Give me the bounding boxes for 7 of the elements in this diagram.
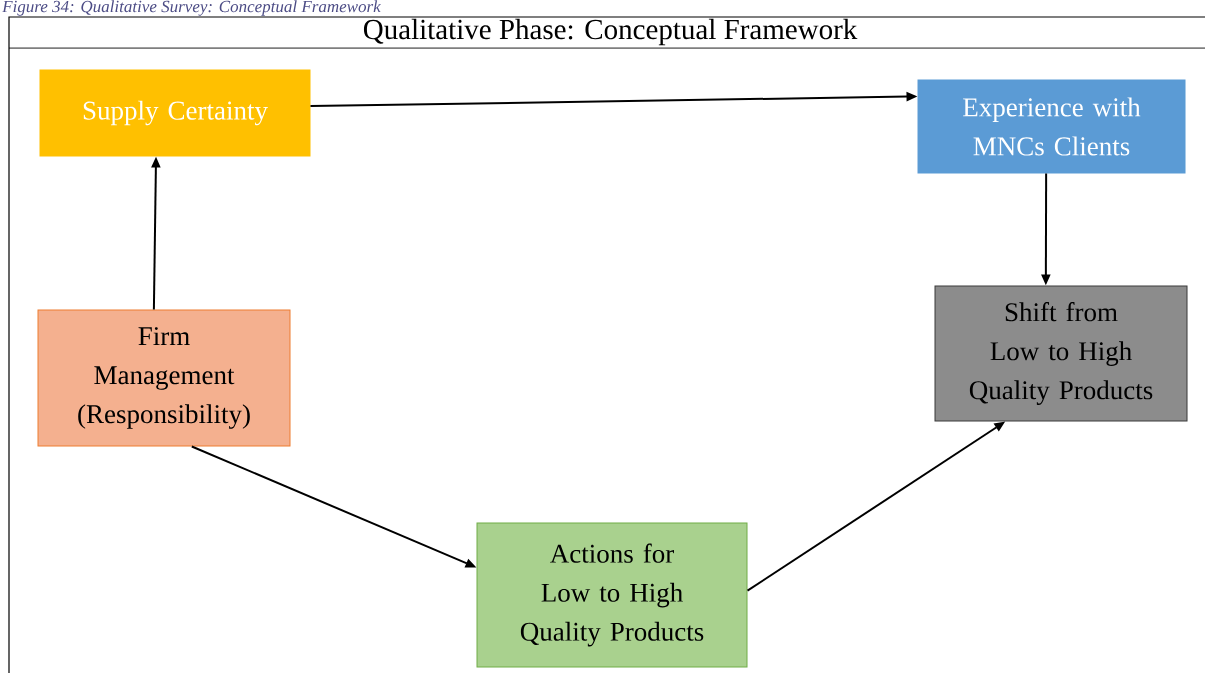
process-box: Shift from Low to High Quality Products <box>934 285 1188 422</box>
process-box: Firm Management (Responsibility) <box>37 309 291 447</box>
process-box: Experience with MNCs Clients <box>917 79 1186 174</box>
process-box: Actions for Low to High Quality Products <box>476 522 748 668</box>
table-heading: Qualitative Phase: Conceptual Framework <box>363 18 858 46</box>
process-box: Supply Certainty <box>39 69 311 157</box>
figure-caption: Figure 34: Qualitative Survey: Conceptual Framework <box>2 0 381 16</box>
